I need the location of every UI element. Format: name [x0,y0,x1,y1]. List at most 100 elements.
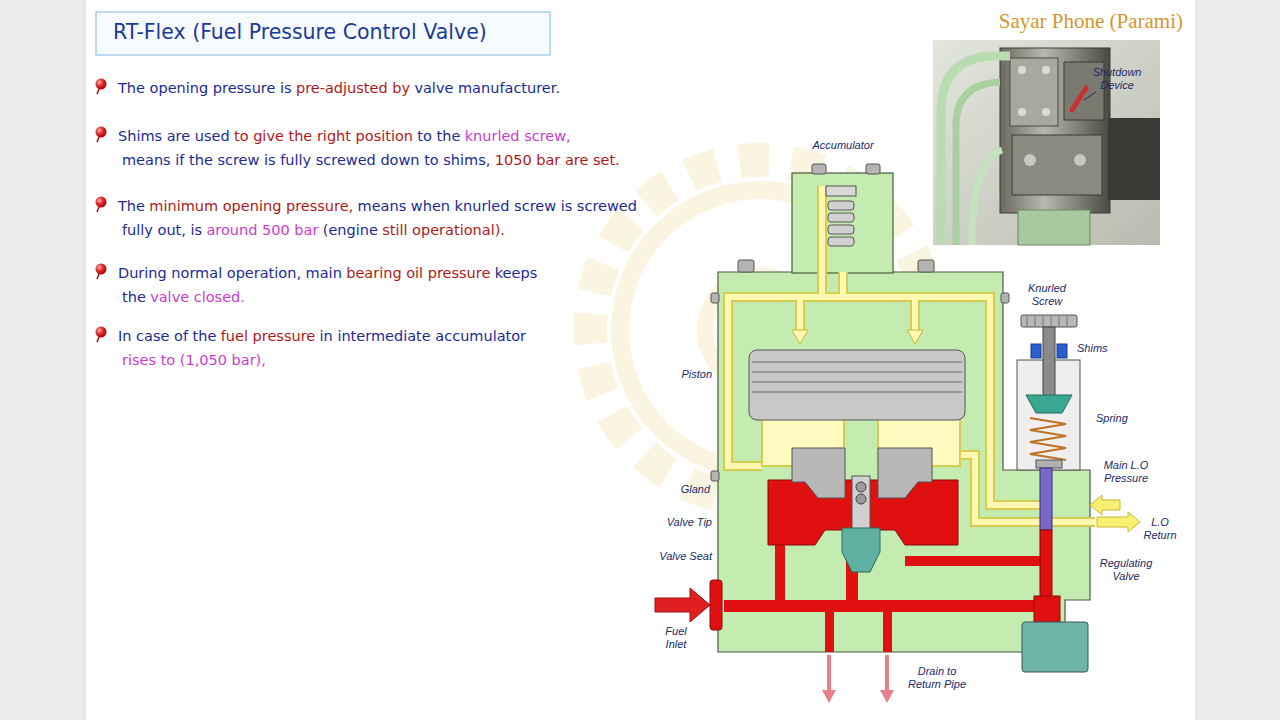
part-label: Valve Seat [640,550,712,563]
bullet-line: In case of thefuel pressurein intermedia… [118,326,530,346]
piston [749,350,965,420]
cap [866,164,880,174]
fuel-passage [775,540,785,606]
bullet-line: rises to (1,050 bar), [122,350,270,370]
screw-stem [1043,327,1055,399]
accumulator-spring [828,213,854,222]
plug [711,293,719,303]
part-label: Regulating Valve [1096,557,1156,583]
bullet-text: fully out, is [122,222,202,238]
author-credit: Sayar Phone (Parami) [960,9,1183,33]
bullet-text: Shims are used [118,128,230,144]
photo-bolt [1042,66,1050,74]
port-label: Fuel Inlet [660,625,692,651]
photo-face [1010,58,1058,126]
port-label: L.O Return [1140,516,1180,542]
plug [711,471,719,481]
ball [856,482,866,492]
piston-grooves [752,362,962,392]
photo-bolt [1042,108,1050,116]
spring [1030,418,1066,460]
knurling [1027,315,1067,327]
bullets [96,79,107,343]
bullet-line: Shims are usedto give the right position… [118,126,575,146]
accumulator-cap [826,186,856,196]
bullet-text: in intermediate accumulator [320,328,527,344]
accumulator-spring [828,201,854,210]
slide-title: RT-Flex (Fuel Pressure Control Valve) [113,19,487,45]
photo-face [1012,135,1102,195]
fuel-passage [724,600,1046,612]
fuel-passage [905,556,1045,566]
bullet-icon [96,127,107,138]
knurled-screw [1021,315,1077,327]
bullet-text: The [118,198,145,214]
photo-bolt [1018,108,1026,116]
slide-background [85,0,1196,720]
bullet-text: rises to (1,050 bar), [122,352,266,368]
port-label: Drain to Return Pipe [903,665,971,691]
oil-arrow [907,330,923,344]
regulating-stem [1040,468,1052,530]
part-label: Piston [662,368,712,381]
oil-inlet-arrow [1090,495,1120,515]
ball-channel [852,476,870,530]
photo-pipe [941,56,1010,245]
bullet-text: (engine [323,222,378,238]
plug [1001,293,1009,303]
part-label: Valve Tip [640,516,712,529]
regulating-plug [1034,596,1060,622]
gland [878,448,932,498]
photo-pipe [956,82,1000,245]
bullet-line: thevalve closed. [122,287,249,307]
drain-arrow-head [880,690,894,703]
cap [812,164,826,174]
part-label: Gland [660,483,710,496]
oil-passage [728,297,1040,505]
photo-bolt [1024,154,1036,166]
valve-cap [1022,622,1088,672]
bullet-text: bearing oil pressure [346,265,490,281]
drain-passage [825,612,834,652]
port-label: Main L.O Pressure [1100,459,1152,485]
part-label: Knurled Screw [1023,282,1071,308]
bullet-line: fully out, isaround 500 bar(enginestill … [122,220,509,240]
bullet-text: to the [417,128,460,144]
part-label: Spring [1096,412,1146,425]
drain-arrow [885,655,889,690]
slide-edge [85,0,86,720]
bullet-text: means if the screw is fully screwed down… [122,152,490,168]
oil-return-arrow [1097,512,1140,532]
bullet-text: means when knurled screw is screwed [358,198,637,214]
photo-pipe [972,150,1002,245]
photo-bolt [1074,154,1086,166]
drain-arrow-head [822,690,836,703]
oil-arrow [792,330,808,344]
accumulator-block [792,173,893,273]
drain-arrow [827,655,831,690]
valve-tip [842,528,880,572]
regulating-stem [1040,530,1052,600]
bullet-text: keeps [495,265,537,281]
spring-seat [1026,395,1072,413]
accumulator-spring [828,225,854,234]
ball [856,494,866,504]
bullet-text: minimum opening pressure, [149,198,353,214]
bullet-text: still operational). [382,222,505,238]
bullet-line: During normal operation, mainbearing oil… [118,263,542,283]
gland [792,448,845,498]
spring-plate [1036,460,1062,468]
bullet-text: the [122,289,146,305]
bullet-icon [96,327,107,338]
bullet-text: to give the right position [234,128,413,144]
shutdown-handle [1072,88,1086,110]
bullet-icon [96,264,107,275]
photo-cylinder [1108,118,1160,200]
bullet-icon [96,79,107,90]
shim [1057,344,1067,358]
cap [738,260,754,272]
bullet-icon [96,197,107,208]
bullet-text: The opening pressure is [118,80,292,96]
cap [918,260,934,272]
bullet-text: pre-adjusted by [296,80,410,96]
